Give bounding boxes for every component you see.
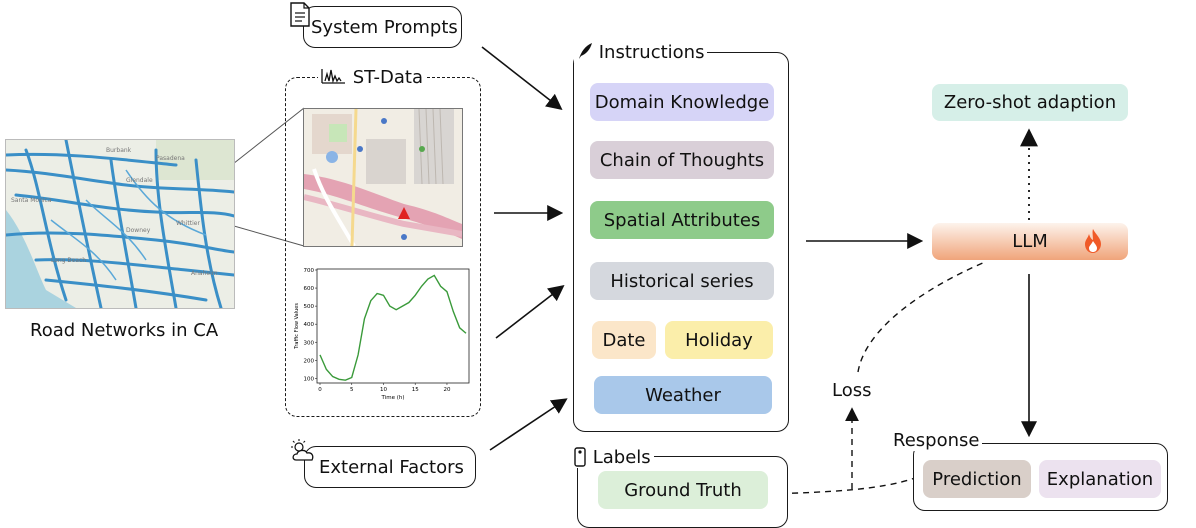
arrow-chart [495, 285, 565, 339]
map-label: Long Beach [51, 257, 86, 264]
map-label: Whittier [176, 220, 200, 227]
y-tick-label: 200 [304, 358, 315, 364]
external-factors-box: External Factors [304, 446, 476, 488]
weather-cloud-icon [291, 439, 314, 461]
system-prompts-box: System Prompts [303, 6, 462, 48]
street-map-thumbnail [303, 108, 463, 247]
map-label: Burbank [106, 147, 132, 154]
road-network-map: Pasadena Burbank Glendale Long Beach Whi… [5, 139, 235, 309]
weather-pill: Weather [594, 376, 772, 414]
x-axis-label: Time (h) [381, 395, 405, 401]
zero-shot-adaption-pill: Zero-shot adaption [932, 84, 1128, 121]
chain-of-thoughts-pill: Chain of Thoughts [590, 141, 774, 179]
prediction-pill: Prediction [923, 460, 1031, 498]
instructions-title: Instructions [574, 42, 708, 63]
st-data-label: ST-Data [318, 66, 426, 88]
holiday-pill: Holiday [665, 321, 773, 359]
y-tick-label: 500 [304, 304, 315, 310]
fire-icon [1085, 229, 1101, 253]
loss-path-bottom [769, 477, 916, 495]
map-label: Glendale [126, 177, 153, 184]
chart-frame [316, 268, 470, 384]
external-factors-label: External Factors [319, 457, 464, 478]
ground-truth-pill: Ground Truth [598, 471, 768, 509]
map-label: Downey [126, 227, 151, 234]
arrow-external [489, 398, 568, 451]
document-icon [290, 2, 310, 27]
labels-title: Labels [570, 444, 654, 468]
loss-label: Loss [832, 380, 872, 401]
x-tick-label: 15 [412, 387, 419, 393]
y-tick-label: 100 [304, 376, 315, 382]
x-tick-label: 20 [443, 387, 450, 393]
map-label: Pasadena [156, 155, 185, 162]
traffic-flow-series-line [319, 274, 467, 381]
explanation-pill: Explanation [1039, 460, 1161, 498]
y-axis-label: Traffic Flow Values [294, 303, 300, 350]
waveform-icon [321, 69, 345, 84]
historical-series-pill: Historical series [590, 262, 774, 300]
x-tick-label: 0 [318, 387, 322, 393]
y-tick-label: 300 [304, 340, 315, 346]
st-data-text: ST-Data [352, 67, 423, 88]
quill-icon [579, 43, 592, 59]
x-tick-label: 5 [350, 387, 354, 393]
road-networks-caption: Road Networks in CA [30, 320, 219, 341]
system-prompts-label: System Prompts [311, 17, 458, 38]
tag-icon [574, 447, 586, 467]
y-tick-label: 700 [304, 268, 315, 274]
map-label: Anaheim [191, 270, 218, 277]
llm-box: LLM [932, 223, 1128, 260]
llm-label: LLM [1012, 231, 1048, 252]
response-title: Response [890, 430, 983, 451]
road-network-svg: Pasadena Burbank Glendale Long Beach Whi… [6, 140, 234, 308]
spatial-attributes-pill: Spatial Attributes [590, 201, 774, 239]
x-tick-label: 10 [380, 387, 387, 393]
labels-title-text: Labels [592, 447, 651, 468]
date-pill: Date [592, 321, 656, 359]
street-map-svg [304, 109, 462, 246]
loss-path-llm [857, 261, 986, 373]
map-label: Santa Monica [11, 197, 52, 204]
domain-knowledge-pill: Domain Knowledge [590, 83, 774, 121]
y-tick-label: 400 [304, 322, 315, 328]
instructions-title-text: Instructions [598, 42, 705, 63]
y-tick-label: 600 [304, 286, 315, 292]
arrow-system-prompts [481, 46, 563, 110]
